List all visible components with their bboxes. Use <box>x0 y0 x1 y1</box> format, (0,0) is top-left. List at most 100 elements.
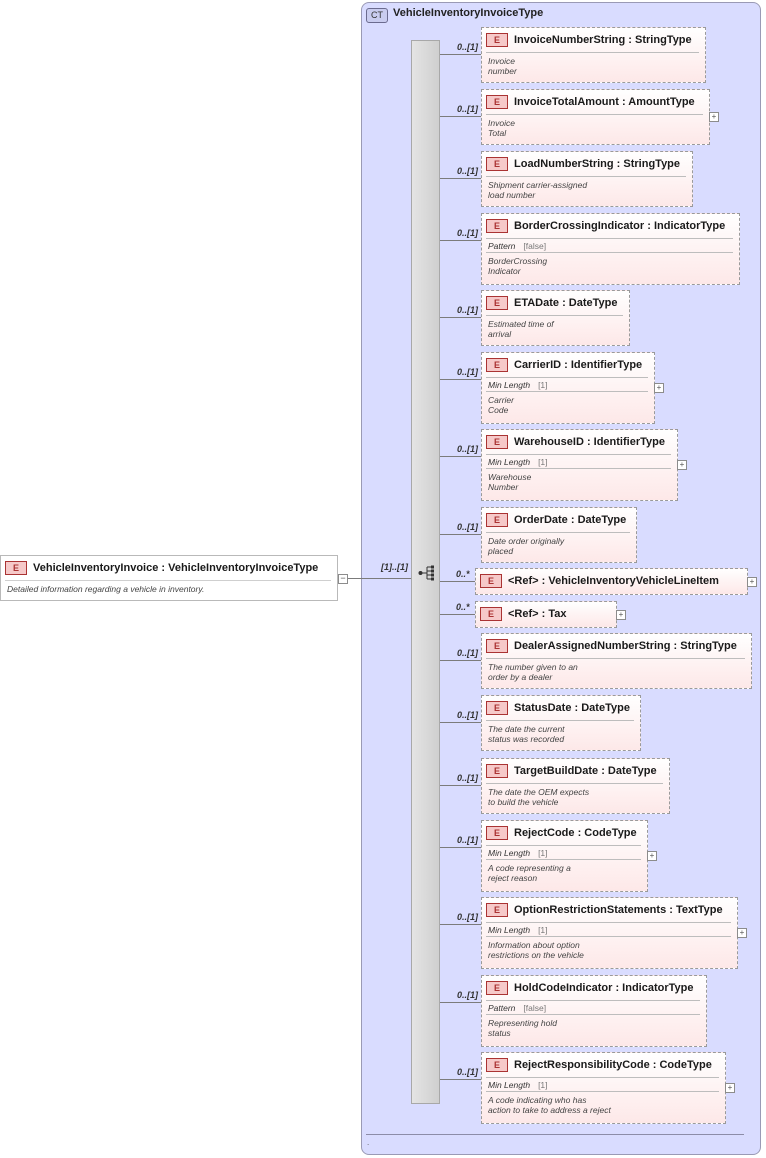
child-element-header: E<Ref> : Tax <box>480 607 567 621</box>
root-element-documentation: Detailed information regarding a vehicle… <box>7 584 205 594</box>
facet-value: [1] <box>538 380 548 390</box>
facet-name: Min Length <box>488 925 531 935</box>
element-badge-icon: E <box>480 574 502 588</box>
root-element-divider <box>5 580 331 581</box>
element-badge-icon: E <box>486 1058 508 1072</box>
documentation-line: Shipment carrier-assigned <box>488 180 588 190</box>
child-connector-line <box>440 722 481 723</box>
element-badge-icon: E <box>486 358 508 372</box>
child-element-name: WarehouseID : IdentifierType <box>514 436 665 448</box>
child-element-facet-divider <box>486 859 641 860</box>
child-element-box[interactable]: E<Ref> : VehicleInventoryVehicleLineItem <box>475 568 748 595</box>
sequence-icon <box>418 565 434 581</box>
element-badge-icon: E <box>486 95 508 109</box>
expand-toggle-icon[interactable]: + <box>709 112 719 122</box>
child-element-divider <box>486 315 623 316</box>
child-element-name: TargetBuildDate : DateType <box>514 765 657 777</box>
facet-value: [false] <box>523 241 547 251</box>
element-badge-icon: E <box>486 764 508 778</box>
sequence-compositor-bar <box>411 40 440 1104</box>
child-element-divider <box>486 238 733 239</box>
child-occurrence-label: 0..[1] <box>457 228 479 238</box>
child-element-name: <Ref> : Tax <box>508 608 567 620</box>
child-element-facet-divider <box>486 391 648 392</box>
expand-toggle-icon[interactable]: + <box>616 610 626 620</box>
expand-toggle-icon[interactable]: + <box>737 928 747 938</box>
expand-toggle-icon[interactable]: + <box>747 577 757 587</box>
child-element-facet: Min Length[1] <box>488 457 548 467</box>
element-badge-icon: E <box>486 826 508 840</box>
child-element-name: OptionRestrictionStatements : TextType <box>514 904 723 916</box>
documentation-line: Invoice <box>488 56 515 66</box>
child-element-name: DealerAssignedNumberString : StringType <box>514 640 737 652</box>
root-element-name: VehicleInventoryInvoice : VehicleInvento… <box>33 562 319 574</box>
child-connector-line <box>440 379 481 380</box>
facet-value: [1] <box>538 848 548 858</box>
documentation-line: Warehouse <box>488 472 532 482</box>
child-element-box[interactable]: E<Ref> : Tax <box>475 601 617 628</box>
child-connector-line <box>440 534 481 535</box>
facet-name: Min Length <box>488 380 531 390</box>
child-occurrence-label: 0..* <box>456 569 470 579</box>
facet-value: [1] <box>538 1080 548 1090</box>
child-element-facet-divider <box>486 252 733 253</box>
child-connector-line <box>440 178 481 179</box>
element-badge-icon: E <box>486 33 508 47</box>
child-connector-line <box>440 614 475 615</box>
child-element-name: InvoiceNumberString : StringType <box>514 34 692 46</box>
element-badge-icon: E <box>486 157 508 171</box>
expand-toggle-icon[interactable]: + <box>647 851 657 861</box>
documentation-line: to build the vehicle <box>488 797 559 807</box>
documentation-line: order by a dealer <box>488 672 553 682</box>
documentation-line: Date order originally <box>488 536 565 546</box>
child-element-name: HoldCodeIndicator : IndicatorType <box>514 982 694 994</box>
documentation-line: Total <box>488 128 507 138</box>
child-element-header: E<Ref> : VehicleInventoryVehicleLineItem <box>480 574 719 588</box>
child-occurrence-label: 0..[1] <box>457 166 479 176</box>
child-occurrence-label: 0..[1] <box>457 42 479 52</box>
collapse-toggle-icon[interactable]: − <box>338 574 348 584</box>
expand-toggle-icon[interactable]: + <box>654 383 664 393</box>
documentation-line: Indicator <box>488 266 521 276</box>
expand-toggle-icon[interactable]: + <box>677 460 687 470</box>
documentation-line: number <box>488 66 517 76</box>
documentation-line: Carrier <box>488 395 514 405</box>
child-element-facet: Pattern[false] <box>488 241 546 251</box>
child-occurrence-label: 0..[1] <box>457 773 479 783</box>
child-element-facet: Min Length[1] <box>488 925 548 935</box>
complex-type-footer: . <box>367 1138 370 1147</box>
child-element-divider <box>486 1000 700 1001</box>
expand-toggle-icon[interactable]: + <box>725 1083 735 1093</box>
child-connector-line <box>440 54 481 55</box>
documentation-line: BorderCrossing <box>488 256 548 266</box>
child-element-divider <box>486 783 663 784</box>
